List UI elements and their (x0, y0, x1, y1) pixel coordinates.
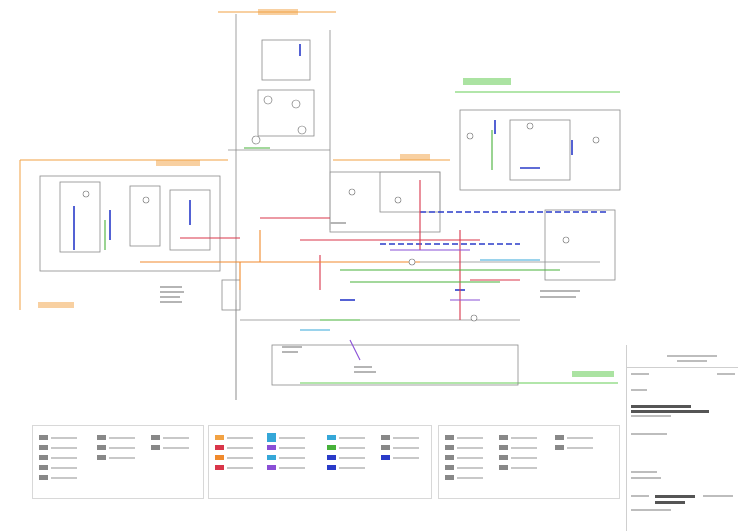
zone-label-right-upper (463, 78, 511, 85)
annotations (160, 222, 580, 373)
pipelines-blue (73, 44, 608, 301)
legend-panel-instruments (32, 425, 204, 499)
zone-label-top (258, 9, 298, 15)
instrument-bubbles (82, 95, 600, 322)
zone-label-bottom-right (572, 371, 614, 377)
pipelines-orange (140, 230, 420, 290)
pipelines-green (104, 130, 560, 321)
zone-labels (38, 9, 614, 377)
zone-label-left-lower (38, 302, 74, 308)
pipelines-cyan (300, 259, 540, 331)
pipelines-purple (349, 249, 480, 361)
zone-label-center (400, 154, 430, 160)
process-structure-gray (39, 14, 621, 400)
zone-boundaries-green (300, 91, 620, 384)
legend-panel-line-types (208, 425, 432, 499)
pipelines-red (180, 180, 520, 320)
legend-panel-equipment (438, 425, 620, 499)
title-block (626, 345, 738, 531)
zone-label-left-upper (156, 160, 200, 166)
zone-boundaries-orange (19, 11, 450, 310)
